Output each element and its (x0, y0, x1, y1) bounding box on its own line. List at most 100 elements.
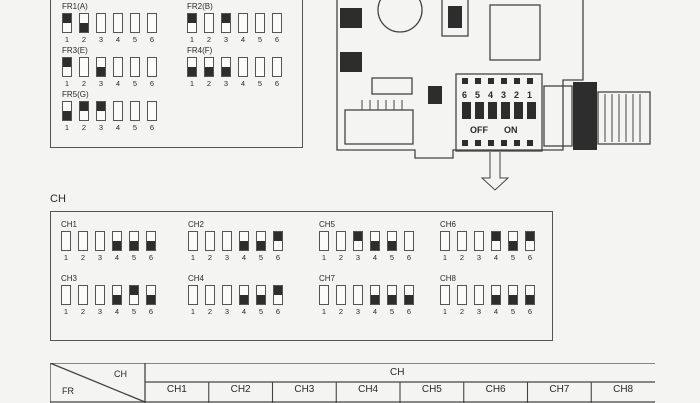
ch3-switch-number: 2 (80, 307, 86, 316)
ch6-switch-3[interactable] (474, 231, 484, 251)
ch2-switch-1[interactable] (188, 231, 198, 251)
ch2-switch-5[interactable] (256, 231, 266, 251)
ch4-switch-6[interactable] (273, 285, 283, 305)
fr1-switch-5[interactable] (130, 13, 140, 33)
fr2-switch-2[interactable] (204, 13, 214, 33)
ch3-switch-5[interactable] (129, 285, 139, 305)
ch5-switch-3[interactable] (353, 231, 363, 251)
fr5-switch-2[interactable] (79, 101, 89, 121)
fr2-switch-1[interactable] (187, 13, 197, 33)
fr5-switch-5[interactable] (130, 101, 140, 121)
ch2-label: CH2 (188, 220, 205, 229)
ch5-switch-6[interactable] (404, 231, 414, 251)
fr5-switch-3[interactable] (96, 101, 106, 121)
board-dip-number: 2 (514, 90, 520, 100)
ch7-switch-2[interactable] (336, 285, 346, 305)
fr3-switch-number: 1 (64, 79, 70, 88)
fr4-switch-5[interactable] (255, 57, 265, 77)
ch8-switch-3[interactable] (474, 285, 484, 305)
fr4-switch-number: 6 (274, 79, 280, 88)
board-dip-switch (488, 102, 497, 119)
ch7-switch-4[interactable] (370, 285, 380, 305)
ch2-switch-3[interactable] (222, 231, 232, 251)
ch2-switch-4[interactable] (239, 231, 249, 251)
fr1-switch-1[interactable] (62, 13, 72, 33)
ch6-switch-1[interactable] (440, 231, 450, 251)
ch3-switch-4[interactable] (112, 285, 122, 305)
ch4-switch-number: 5 (258, 307, 264, 316)
ch1-switch-5[interactable] (129, 231, 139, 251)
ch7-switch-6[interactable] (404, 285, 414, 305)
ch6-switch-6[interactable] (525, 231, 535, 251)
ch3-switch-6[interactable] (146, 285, 156, 305)
ch7-switch-5[interactable] (387, 285, 397, 305)
fr2-switch-4[interactable] (238, 13, 248, 33)
ch2-switch-number: 4 (241, 253, 247, 262)
ch-section-title: CH (50, 193, 66, 205)
ch5-switch-2[interactable] (336, 231, 346, 251)
board-dip-switch (462, 102, 471, 119)
ch1-switch-2[interactable] (78, 231, 88, 251)
ch5-switch-4[interactable] (370, 231, 380, 251)
fr3-switch-number: 3 (98, 79, 104, 88)
ch3-switch-1[interactable] (61, 285, 71, 305)
dip-pin-bottom (462, 140, 468, 146)
fr1-switch-number: 4 (115, 35, 121, 44)
ch3-switch-3[interactable] (95, 285, 105, 305)
fr5-switch-4[interactable] (113, 101, 123, 121)
ch4-switch-5[interactable] (256, 285, 266, 305)
ch8-switch-2[interactable] (457, 285, 467, 305)
ch6-switch-4[interactable] (491, 231, 501, 251)
fr4-switch-4[interactable] (238, 57, 248, 77)
fr1-switch-6[interactable] (147, 13, 157, 33)
fr1-switch-3[interactable] (96, 13, 106, 33)
ch6-switch-number: 3 (476, 253, 482, 262)
fr3-switch-2[interactable] (79, 57, 89, 77)
fr1-switch-2[interactable] (79, 13, 89, 33)
ch4-switch-3[interactable] (222, 285, 232, 305)
ch8-switch-1[interactable] (440, 285, 450, 305)
ch2-switch-6[interactable] (273, 231, 283, 251)
fr2-switch-5[interactable] (255, 13, 265, 33)
ch1-switch-3[interactable] (95, 231, 105, 251)
fr3-switch-5[interactable] (130, 57, 140, 77)
fr3-switch-1[interactable] (62, 57, 72, 77)
fr1-switch-4[interactable] (113, 13, 123, 33)
fr3-switch-4[interactable] (113, 57, 123, 77)
ch4-switch-1[interactable] (188, 285, 198, 305)
fr2-switch-3[interactable] (221, 13, 231, 33)
fr5-switch-1[interactable] (62, 101, 72, 121)
ch3-switch-2[interactable] (78, 285, 88, 305)
fr5-switch-6[interactable] (147, 101, 157, 121)
ch8-switch-4[interactable] (491, 285, 501, 305)
ch4-switch-2[interactable] (205, 285, 215, 305)
ch1-switch-1[interactable] (61, 231, 71, 251)
fr3-switch-number: 5 (132, 79, 138, 88)
ch2-switch-2[interactable] (205, 231, 215, 251)
fr3-switch-3[interactable] (96, 57, 106, 77)
ch6-switch-2[interactable] (457, 231, 467, 251)
ch5-switch-5[interactable] (387, 231, 397, 251)
fr4-switch-6[interactable] (272, 57, 282, 77)
ch6-switch-5[interactable] (508, 231, 518, 251)
ch1-switch-6[interactable] (146, 231, 156, 251)
ch8-switch-6[interactable] (525, 285, 535, 305)
ch5-switch-1[interactable] (319, 231, 329, 251)
fr2-switch-number: 3 (223, 35, 229, 44)
fr2-switch-number: 4 (240, 35, 246, 44)
fr2-switch-6[interactable] (272, 13, 282, 33)
ch8-switch-number: 6 (527, 307, 533, 316)
ch7-switch-3[interactable] (353, 285, 363, 305)
fr3-switch-6[interactable] (147, 57, 157, 77)
ch7-switch-number: 6 (406, 307, 412, 316)
table-column-header: CH7 (549, 384, 570, 395)
ch8-switch-5[interactable] (508, 285, 518, 305)
ch4-switch-4[interactable] (239, 285, 249, 305)
fr4-switch-2[interactable] (204, 57, 214, 77)
fr4-switch-3[interactable] (221, 57, 231, 77)
ch5-switch-number: 4 (372, 253, 378, 262)
fr4-switch-1[interactable] (187, 57, 197, 77)
ch1-switch-4[interactable] (112, 231, 122, 251)
ch7-switch-1[interactable] (319, 285, 329, 305)
